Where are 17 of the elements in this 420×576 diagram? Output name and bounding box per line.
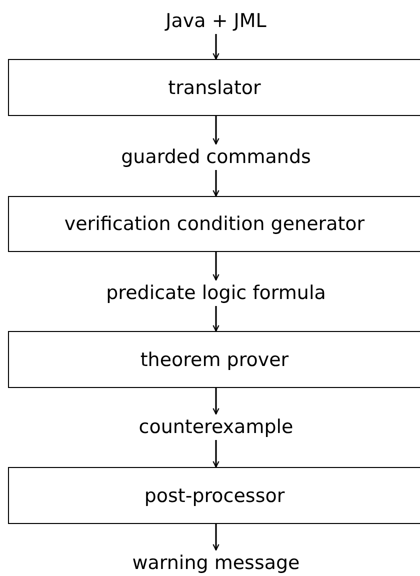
process-box: translator [8, 59, 420, 116]
process-box: verification condition generator [8, 196, 420, 252]
data-label: guarded commands [96, 144, 336, 170]
arrow [212, 252, 220, 281]
arrow [212, 306, 220, 332]
arrow [212, 388, 220, 415]
data-label: warning message [106, 550, 326, 576]
arrow [212, 116, 220, 145]
process-box: post-processor [8, 467, 420, 524]
arrow [212, 34, 220, 60]
process-box: theorem prover [8, 331, 420, 388]
arrow [212, 440, 220, 468]
arrow [212, 524, 220, 551]
data-label: counterexample [116, 414, 316, 440]
data-label: Java + JML [136, 8, 296, 34]
arrow [212, 170, 220, 197]
data-label: predicate logic formula [76, 280, 356, 306]
